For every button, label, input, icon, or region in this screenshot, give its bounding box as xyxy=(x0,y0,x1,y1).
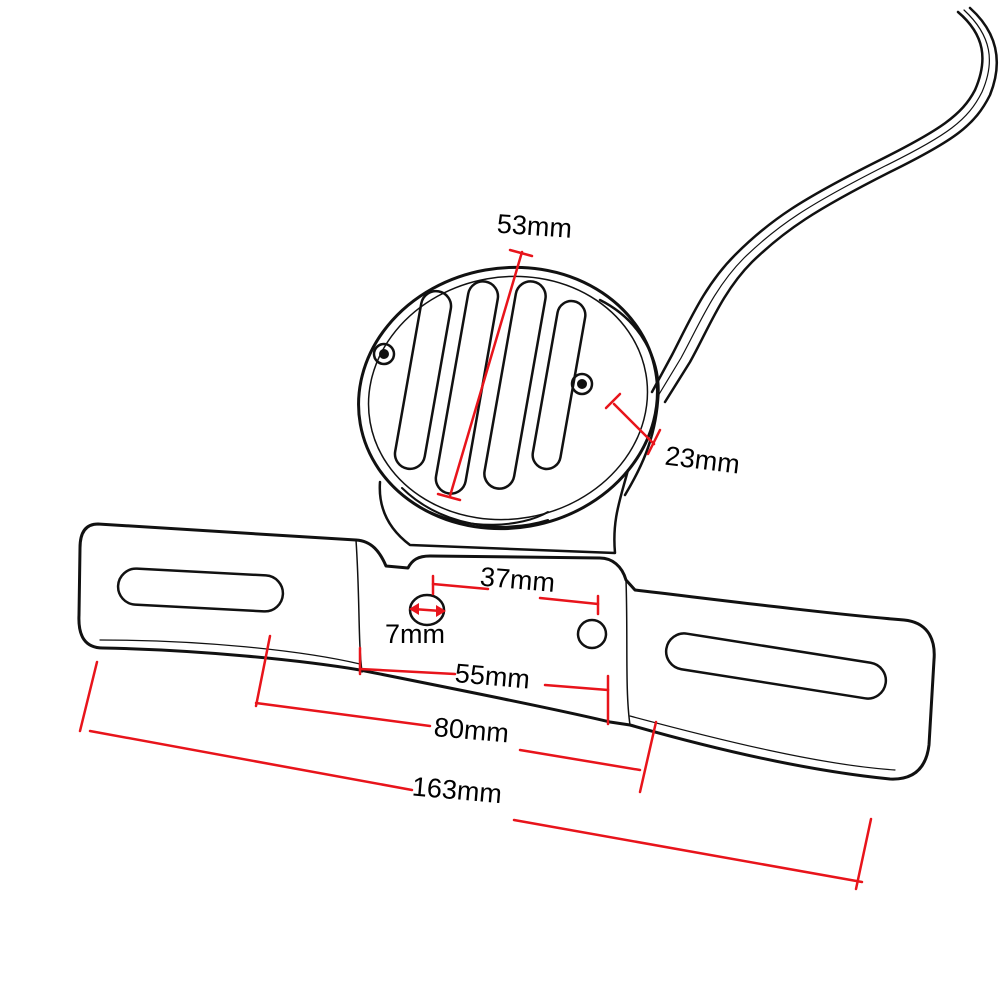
license-bracket xyxy=(77,522,936,781)
dim-line-lamp-depth xyxy=(604,392,662,456)
left-mounting-slot xyxy=(116,567,285,613)
dim-line-slot-spacing xyxy=(254,634,658,794)
label-hole-diameter: 7mm xyxy=(385,619,445,649)
dim-line-overall-length xyxy=(78,660,873,891)
right-mounting-slot xyxy=(664,632,888,700)
lamp-screw-right xyxy=(570,372,594,396)
lamp-grille xyxy=(393,280,587,495)
dim-line-center-width xyxy=(358,646,610,726)
label-overall-length: 163mm xyxy=(411,771,503,809)
dim-line-hole-spacing xyxy=(431,574,600,616)
dim-line-hole-diameter xyxy=(409,603,446,617)
lamp-screw-left xyxy=(372,342,396,366)
label-center-width: 55mm xyxy=(454,658,531,694)
label-lamp-diameter: 53mm xyxy=(496,209,573,244)
label-hole-spacing: 37mm xyxy=(479,562,556,598)
dim-line-lamp-diameter xyxy=(436,248,534,502)
label-slot-spacing: 80mm xyxy=(433,712,510,748)
lamp-cable xyxy=(650,6,999,404)
lamp-housing xyxy=(357,265,660,555)
mounting-hole-right xyxy=(576,618,608,650)
label-lamp-depth: 23mm xyxy=(663,441,741,480)
